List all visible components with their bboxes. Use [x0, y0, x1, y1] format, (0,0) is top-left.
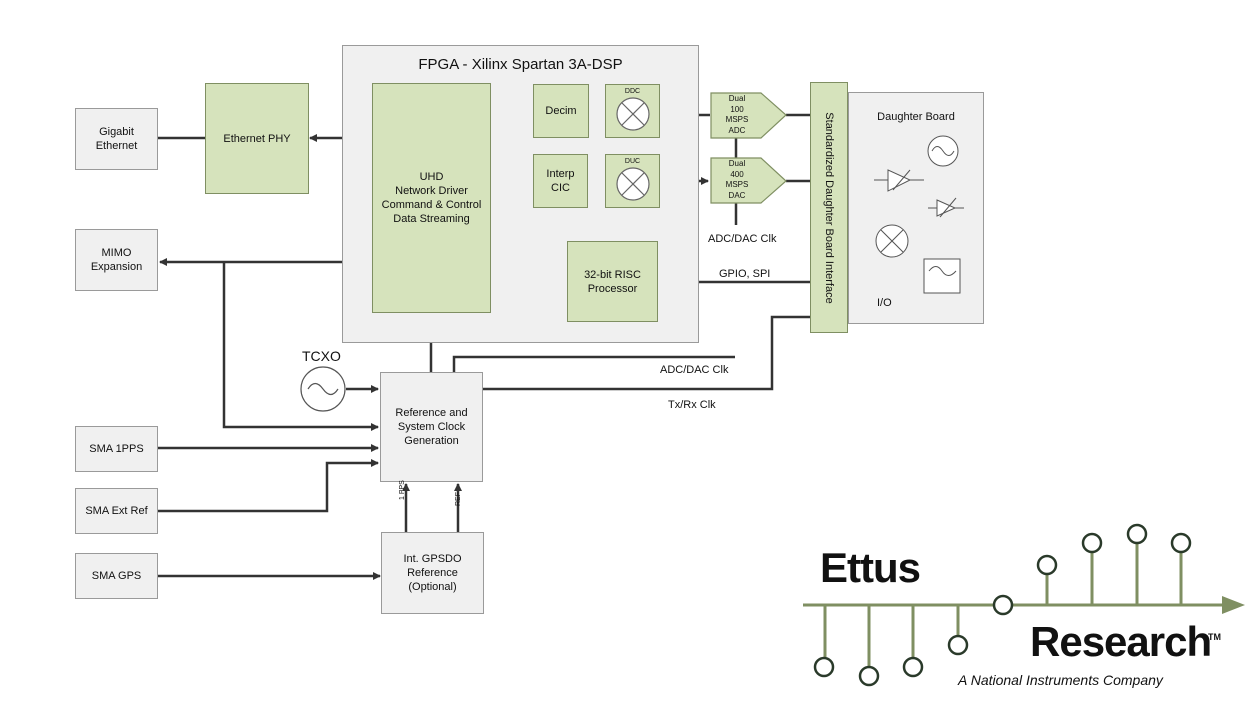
mimo-expansion-block: MIMO Expansion [75, 229, 158, 291]
oscillator-icon [300, 366, 346, 412]
logo-name-top: Ettus [820, 544, 921, 591]
ethernet-phy-block: Ethernet PHY [205, 83, 309, 194]
adc-dac-clk-bottom-label: ADC/DAC Clk [660, 364, 729, 376]
dac-label: Dual 400 MSPS DAC [725, 159, 749, 200]
logo-trademark: TM [1208, 632, 1221, 642]
gpsdo-block: Int. GPSDO Reference (Optional) [381, 532, 484, 614]
attenuator-icon [928, 197, 964, 218]
oscillator-icon [927, 135, 959, 167]
reference-clock-block: Reference and System Clock Generation [380, 372, 483, 482]
adc-label: Dual 100 MSPS ADC [725, 94, 749, 135]
fpga-title: FPGA - Xilinx Spartan 3A-DSP [418, 56, 623, 73]
daughter-interface-block [810, 82, 848, 333]
uhd-block: UHD Network Driver Command & Control Dat… [372, 83, 491, 313]
amplifier-icon [874, 169, 924, 192]
adc-dac-clk-top-label: ADC/DAC Clk [708, 233, 777, 245]
mixer-icon [616, 97, 650, 131]
sma-1pps-block: SMA 1PPS [75, 426, 158, 472]
logo-name-bottom: Research [1030, 618, 1212, 665]
mixer-icon [875, 224, 909, 258]
daughter-board-title: Daughter Board [877, 111, 955, 123]
interp-cic-block: Interp CIC [533, 154, 588, 208]
dac-converter-shape [710, 157, 787, 204]
gigabit-ethernet-block: Gigabit Ethernet [75, 108, 158, 170]
duc-block: DUC [605, 154, 660, 208]
filter-icon [923, 258, 961, 294]
wire-txrx-clk [483, 315, 810, 391]
ddc-block: DDC [605, 84, 660, 138]
adc-converter-shape [710, 92, 787, 139]
risc-processor-block: 32-bit RISC Processor [567, 241, 658, 322]
sma-ext-ref-block: SMA Ext Ref [75, 488, 158, 534]
sma-gps-block: SMA GPS [75, 553, 158, 599]
wire-adc-dac-clk [452, 355, 735, 372]
tcxo-label: TCXO [302, 348, 341, 364]
tx-rx-clk-label: Tx/Rx Clk [668, 399, 716, 411]
mixer-icon [616, 167, 650, 201]
ddc-label: DDC [624, 88, 641, 95]
duc-label: DUC [624, 158, 641, 165]
gpio-spi-label: GPIO, SPI [719, 268, 771, 280]
wire-mimo-ref [222, 262, 379, 431]
decim-block: Decim [533, 84, 589, 138]
logo-tagline: A National Instruments Company [958, 672, 1163, 688]
io-label: I/O [877, 297, 892, 309]
wire-extref-ref [158, 459, 379, 513]
